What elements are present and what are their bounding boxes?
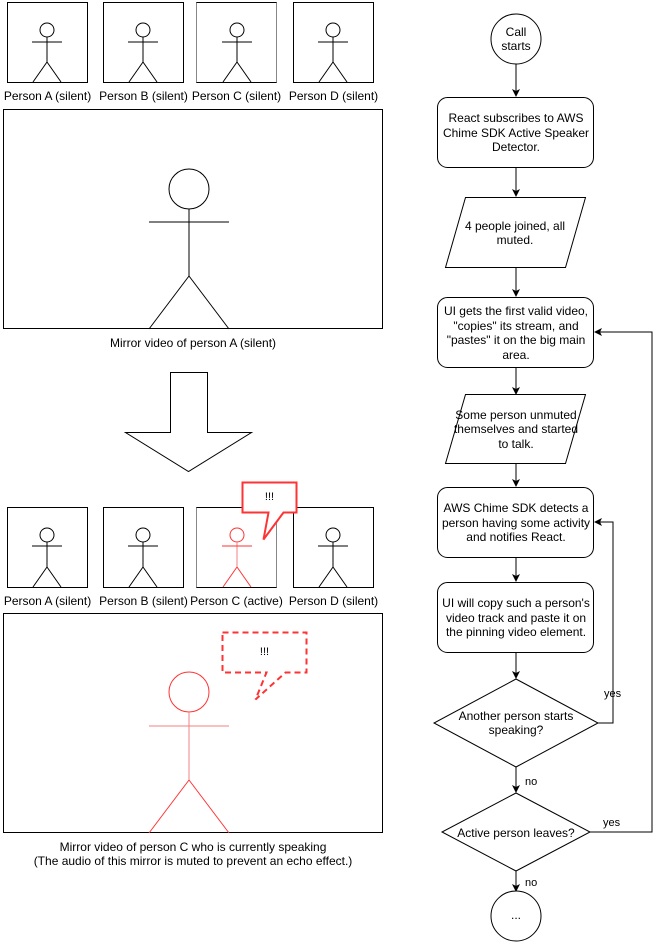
- speech-bubble-dashed-icon: [221, 631, 308, 701]
- thumb-label-active: Person C (active): [190, 594, 283, 608]
- main-video-caption-line1: Mirror video of person C who is currentl…: [59, 840, 327, 854]
- stick-figure-active-icon: [222, 527, 252, 588]
- speech-bubble-icon: [241, 481, 298, 541]
- main-video-before: [3, 109, 383, 330]
- stick-figure-icon: [148, 168, 230, 330]
- flow-input2-node: [444, 394, 587, 464]
- stick-figure-icon: [32, 527, 62, 588]
- edge-label-d1-yes: yes: [604, 688, 622, 700]
- flow-step2-text: UI gets the first valid video, "copies" …: [443, 304, 589, 362]
- thumb-label: Person A (silent): [3, 89, 92, 103]
- flow-step4-text: UI will copy such a person's video track…: [442, 596, 590, 640]
- flow-step4-node: [437, 582, 594, 653]
- thumb-label: Person D (silent): [288, 89, 379, 103]
- flow-start-text: Call starts: [491, 21, 541, 57]
- flow-input2-text: Some person unmuted themselves and start…: [453, 407, 579, 451]
- flow-input1-node: [444, 197, 587, 268]
- thumb-d-after: [293, 507, 374, 588]
- stick-figure-icon: [128, 527, 158, 588]
- thumb-label: Person D (silent): [288, 594, 379, 608]
- thumb-d-before: [293, 2, 374, 83]
- flow-decision2-text: Active person leaves?: [457, 825, 575, 840]
- stick-figure-icon: [318, 22, 348, 83]
- thumb-a-after: [7, 507, 88, 588]
- thumb-label: Person B (silent): [99, 89, 188, 103]
- thumb-b-after: [103, 507, 184, 588]
- flow-edge-d1-yes: [594, 518, 614, 724]
- edge-label-d1-no: no: [525, 776, 538, 788]
- speech-bubble-text: !!!: [264, 491, 275, 503]
- thumb-label: Person A (silent): [3, 594, 92, 608]
- flow-start-line2: starts: [501, 39, 531, 53]
- main-video-caption-line2: (The audio of this mirror is muted to pr…: [33, 854, 353, 868]
- flow-decision1-text: Another person starts speaking?: [458, 708, 574, 738]
- stick-figure-icon: [318, 527, 348, 588]
- flow-edge-d2-yes: [590, 328, 653, 833]
- flow-step2-node: [437, 297, 594, 368]
- flow-step3-text: AWS Chime SDK detects a person having so…: [441, 501, 591, 545]
- flow-end-text: ...: [510, 907, 521, 922]
- thumb-label: Person C (silent): [191, 89, 282, 103]
- thumb-c-before: [196, 2, 277, 83]
- thumb-b-before: [103, 2, 184, 83]
- down-arrow-icon: [123, 372, 254, 473]
- edge-label-d2-yes: yes: [603, 817, 621, 829]
- thumb-c-after: [196, 507, 277, 588]
- flow-step1-text: React subscribes to AWS Chime SDK Active…: [442, 111, 590, 155]
- flow-input1-text: 4 people joined, all muted.: [464, 218, 566, 248]
- stick-figure-icon: [32, 22, 62, 83]
- main-speech-bubble-text: !!!: [259, 646, 270, 658]
- flow-end-node: [490, 890, 542, 942]
- stick-figure-icon: [128, 22, 158, 83]
- edge-label-d2-no: no: [525, 877, 538, 889]
- main-video-after: [3, 613, 383, 834]
- flow-step1-node: [437, 97, 594, 168]
- flow-step3-node: [437, 487, 594, 558]
- stick-figure-active-icon: [148, 671, 230, 834]
- thumb-label: Person B (silent): [99, 594, 188, 608]
- thumb-a-before: [7, 2, 88, 83]
- stick-figure-icon: [222, 22, 252, 83]
- main-video-caption: Mirror video of person A (silent): [109, 336, 277, 350]
- flow-start-line1: Call: [505, 24, 527, 39]
